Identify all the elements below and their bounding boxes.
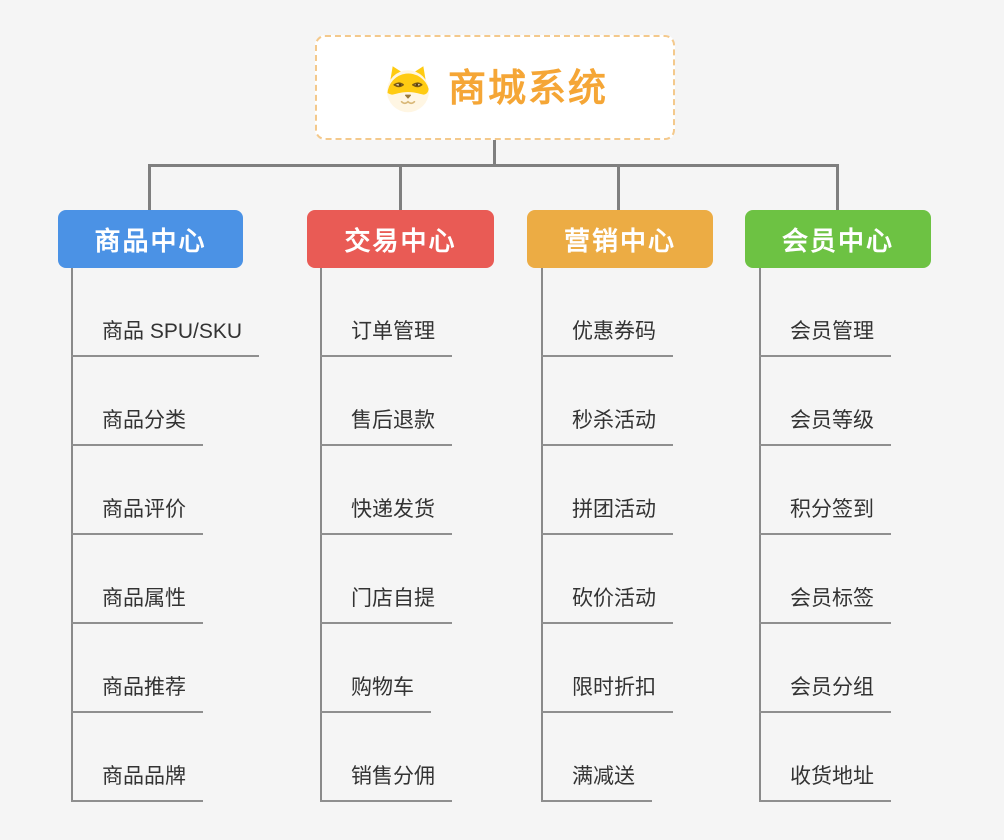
branch-node-product[interactable]: 商品中心 <box>58 210 243 268</box>
leaf-node[interactable]: 购物车 <box>320 671 431 713</box>
branch-node-trade[interactable]: 交易中心 <box>307 210 494 268</box>
leaf-node[interactable]: 优惠券码 <box>541 315 673 357</box>
leaf-node[interactable]: 商品 SPU/SKU <box>71 315 260 357</box>
branch-children-marketing: 优惠券码 秒杀活动 拼团活动 砍价活动 限时折扣 满减送 <box>541 268 781 802</box>
leaf-node[interactable]: 限时折扣 <box>541 671 673 713</box>
leaf-node[interactable]: 销售分佣 <box>320 760 452 802</box>
leaf-node[interactable]: 会员标签 <box>759 582 891 624</box>
branch-children-product: 商品 SPU/SKU 商品分类 商品评价 商品属性 商品推荐 商品品牌 <box>71 268 311 802</box>
connector-drop-member <box>836 164 839 211</box>
branch-label: 商品中心 <box>94 225 207 256</box>
branch-children-trade: 订单管理 售后退款 快递发货 门店自提 购物车 销售分佣 <box>320 268 560 802</box>
root-title: 商城系统 <box>447 67 608 110</box>
leaf-node[interactable]: 订单管理 <box>320 315 452 357</box>
connector-drop-product <box>148 164 151 211</box>
leaf-node[interactable]: 积分签到 <box>759 493 891 535</box>
branch-children-member: 会员管理 会员等级 积分签到 会员标签 会员分组 收货地址 <box>759 268 999 802</box>
leaf-node[interactable]: 商品推荐 <box>71 671 203 713</box>
leaf-node[interactable]: 收货地址 <box>759 760 891 802</box>
leaf-node[interactable]: 秒杀活动 <box>541 404 673 446</box>
branch-label: 营销中心 <box>563 225 676 256</box>
leaf-node[interactable]: 会员等级 <box>759 404 891 446</box>
leaf-node[interactable]: 拼团活动 <box>541 493 673 535</box>
root-node[interactable]: 商城系统 <box>315 35 675 140</box>
connector-root-stem <box>493 138 496 167</box>
leaf-node[interactable]: 门店自提 <box>320 582 452 624</box>
connector-horizontal-line <box>148 164 839 167</box>
leaf-node[interactable]: 售后退款 <box>320 404 452 446</box>
shiba-dog-icon <box>387 65 429 112</box>
branch-label: 交易中心 <box>344 225 457 256</box>
branch-label: 会员中心 <box>781 225 894 256</box>
leaf-node[interactable]: 会员管理 <box>759 315 891 357</box>
connector-drop-trade <box>399 164 402 211</box>
leaf-node[interactable]: 砍价活动 <box>541 582 673 624</box>
leaf-node[interactable]: 快递发货 <box>320 493 452 535</box>
leaf-node[interactable]: 商品评价 <box>71 493 203 535</box>
branch-node-marketing[interactable]: 营销中心 <box>527 210 713 268</box>
leaf-node[interactable]: 会员分组 <box>759 671 891 713</box>
leaf-node[interactable]: 商品品牌 <box>71 760 203 802</box>
leaf-node[interactable]: 商品属性 <box>71 582 203 624</box>
branch-node-member[interactable]: 会员中心 <box>745 210 931 268</box>
leaf-node[interactable]: 商品分类 <box>71 404 203 446</box>
connector-drop-marketing <box>617 164 620 211</box>
leaf-node[interactable]: 满减送 <box>541 760 652 802</box>
